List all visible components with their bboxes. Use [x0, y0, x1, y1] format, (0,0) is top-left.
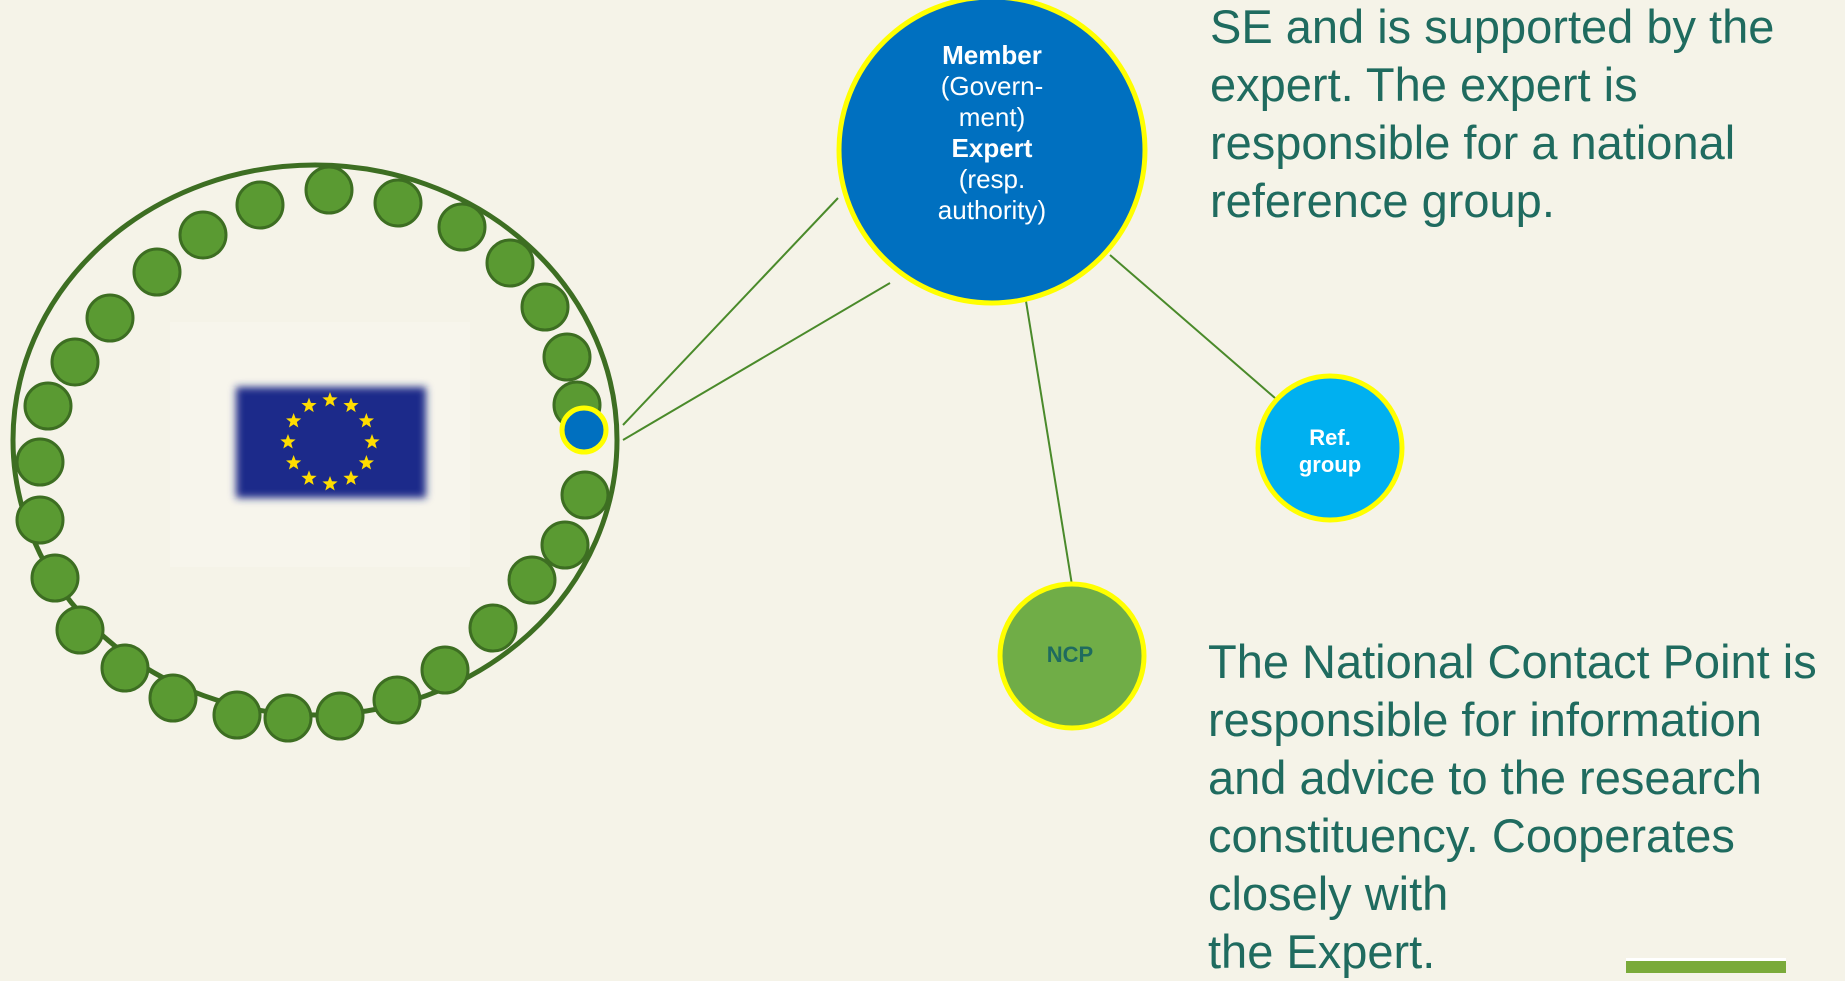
member-state-dot — [542, 332, 592, 382]
member-state-dot — [235, 180, 285, 230]
member-state-dot — [560, 470, 610, 520]
ncp-node — [997, 581, 1147, 731]
member-state-dot — [507, 555, 557, 605]
eu-star-icon — [286, 413, 302, 428]
ncp-label: NCP — [1046, 642, 1094, 667]
eu-star-icon — [322, 476, 338, 491]
expert-description-line: SE and is supported by the — [1210, 0, 1775, 53]
ncp-description: The National Contact Point is responsibl… — [1208, 633, 1817, 981]
member-state-dot — [315, 691, 365, 741]
eu-star-icon — [301, 397, 317, 413]
eu-star-icon — [358, 413, 374, 428]
connector-member-to-council-upper — [622, 197, 839, 426]
member-node-label: Member (Govern- ment) Expert (resp. auth… — [887, 40, 1097, 226]
eu-star-icon — [322, 392, 338, 407]
member-state-dot — [420, 645, 470, 695]
member-state-dot — [468, 603, 518, 653]
expert-description-line: reference group. — [1210, 174, 1555, 227]
member-state-dot — [212, 690, 262, 740]
ncp-description-line: constituency. Cooperates — [1208, 809, 1735, 862]
member-state-dot — [437, 202, 487, 252]
member-state-dot — [485, 238, 535, 288]
member-state-dot — [15, 495, 65, 545]
member-state-dot — [373, 178, 423, 228]
member-state-dot — [30, 553, 80, 603]
ncp-description-line: responsible for information — [1208, 693, 1762, 746]
ref-group-node — [1255, 373, 1405, 523]
member-state-dots — [15, 165, 610, 743]
member-state-dot — [540, 520, 590, 570]
ncp-description-line: and advice to the research — [1208, 751, 1762, 804]
member-state-dot — [50, 337, 100, 387]
member-state-dot — [520, 282, 570, 332]
ref-group-line-2: group — [1298, 452, 1362, 477]
member-state-dot — [100, 643, 150, 693]
expert-sub-2: authority) — [937, 195, 1047, 225]
expert-description-line: responsible for a national — [1210, 116, 1736, 169]
member-state-dot — [85, 293, 135, 343]
member-state-dot — [132, 247, 182, 297]
eu-star-icon — [358, 455, 374, 470]
selected-member-state-dot — [559, 405, 609, 455]
eu-star-icon — [343, 470, 359, 485]
ref-group-line-1: Ref. — [1309, 425, 1351, 450]
expert-description-line: expert. The expert is — [1210, 58, 1638, 111]
expert-title: Expert — [951, 133, 1033, 163]
expert-sub-1: (resp. — [958, 164, 1026, 194]
ref-group-label: Ref. group — [1270, 424, 1390, 478]
eu-star-icon — [280, 434, 296, 449]
eu-flag-icon — [236, 387, 426, 498]
eu-star-icon — [364, 434, 380, 449]
council-ring — [10, 162, 620, 743]
member-sub-1: (Govern- — [940, 71, 1044, 101]
corner-decoration — [1626, 958, 1786, 973]
connector-member-to-ref-group — [1109, 254, 1276, 399]
member-sub-2: ment) — [958, 102, 1026, 132]
eu-star-icon — [301, 470, 317, 485]
member-expert-node — [836, 0, 1148, 306]
member-state-dot — [15, 437, 65, 487]
council-ellipse — [10, 162, 620, 718]
ncp-description-line: the Expert. — [1208, 925, 1436, 978]
member-state-dot — [55, 605, 105, 655]
eu-star-icon — [343, 397, 359, 413]
connector-member-to-council-lower — [622, 282, 891, 441]
member-state-dot — [304, 165, 354, 215]
member-state-dot — [148, 673, 198, 723]
expert-description: SE and is supported by the expert. The e… — [1210, 0, 1774, 230]
member-state-dot — [372, 675, 422, 725]
connector-lines — [622, 197, 1276, 586]
connector-member-to-ncp — [1024, 294, 1073, 586]
member-title: Member — [942, 40, 1042, 70]
ncp-description-line: The National Contact Point is — [1208, 635, 1817, 688]
member-state-dot — [178, 210, 228, 260]
member-state-dot — [263, 693, 313, 743]
ncp-description-line: closely with — [1208, 867, 1449, 920]
member-state-dot — [23, 381, 73, 431]
eu-star-icon — [286, 455, 302, 470]
